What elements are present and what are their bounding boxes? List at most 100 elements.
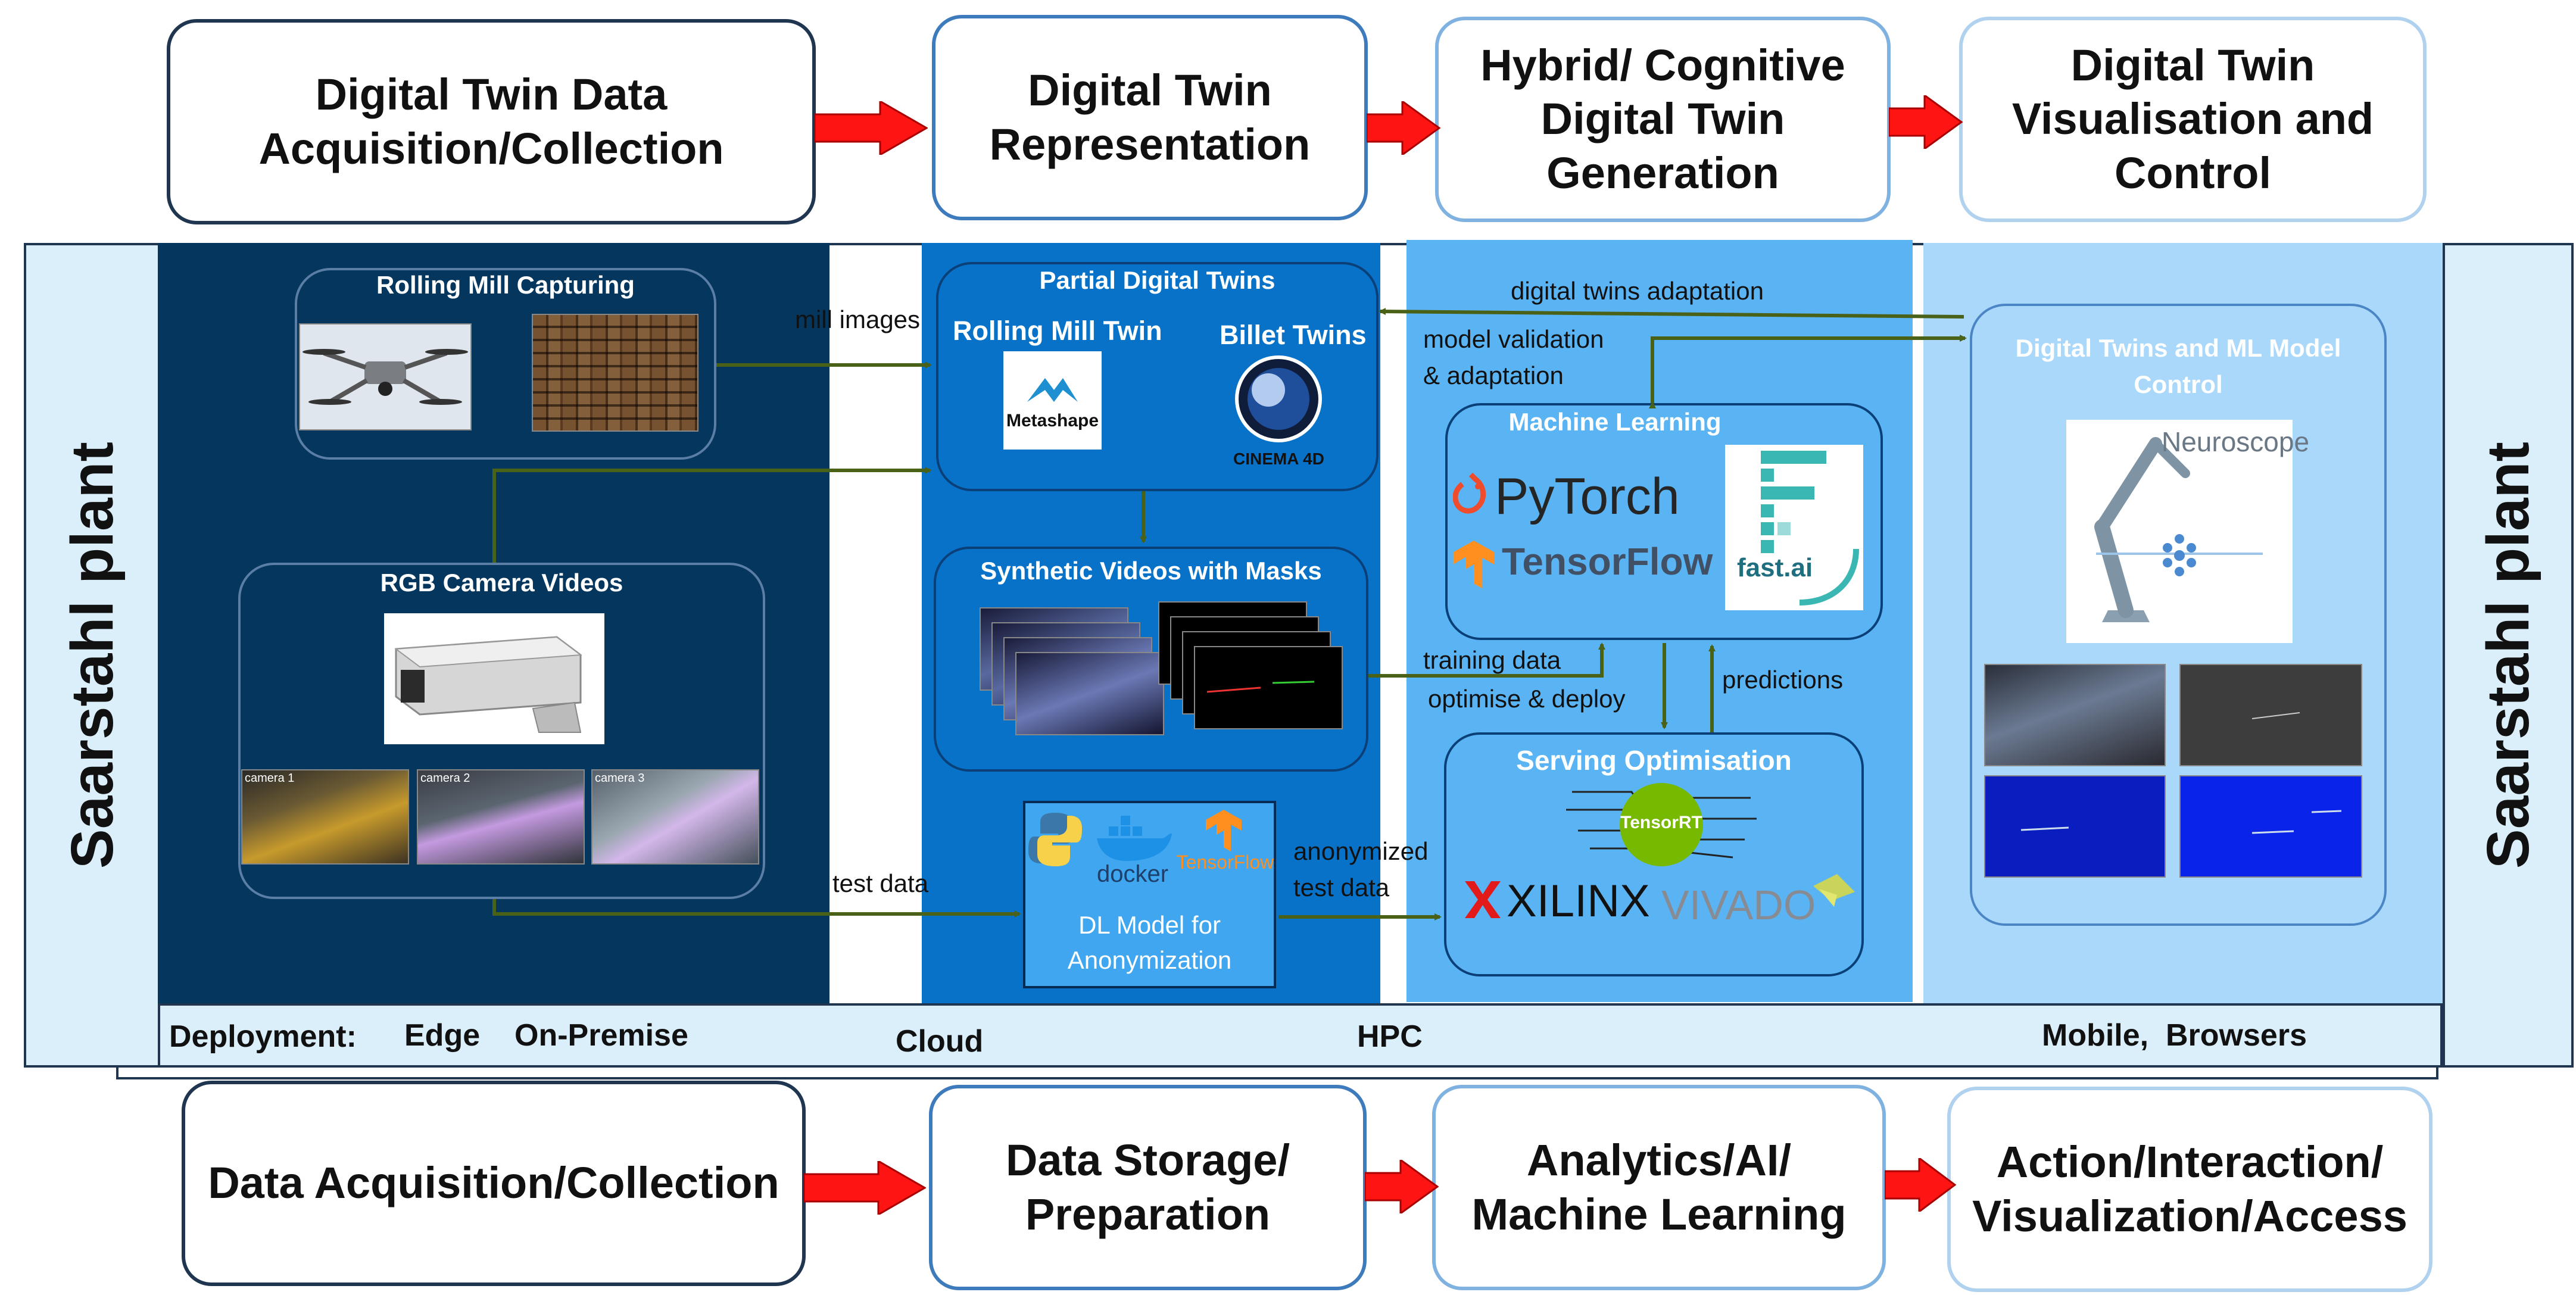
xilinx-label: XILINX (1507, 876, 1650, 926)
stage-text: Visualisation and (2011, 94, 2374, 144)
tensorflow-small-label: TensorFlow (1176, 851, 1274, 873)
output-frame-mask-blue-2 (2179, 775, 2362, 878)
model-validation-line: model validation (1423, 325, 1604, 353)
camera-3-label: camera 3 (595, 772, 645, 785)
dl-model-title: DL Model for Anonymization (1023, 908, 1276, 978)
dl-model-line: DL Model for (1078, 911, 1221, 939)
model-validation-label: model validation & adaptation (1423, 322, 1604, 394)
side-label-right: Saarstahl plant (2443, 243, 2574, 1068)
stage-arrow (1365, 1160, 1439, 1213)
metashape-logo: Metashape (1003, 351, 1102, 450)
camera-3-frame: camera 3 (591, 769, 759, 865)
stage-text: Control (2114, 148, 2272, 198)
optimise-deploy-label: optimise & deploy (1428, 685, 1626, 713)
stage-text: Preparation (1025, 1189, 1271, 1239)
pytorch-label: PyTorch (1495, 468, 1680, 525)
deployment-cloud: Cloud (896, 1024, 984, 1059)
stage-text: Data Storage/ (1005, 1135, 1290, 1185)
anonymized-line: anonymized (1293, 837, 1429, 865)
stage-text: Representation (989, 119, 1311, 169)
stage-text: Analytics/AI/ (1526, 1135, 1792, 1185)
stage-text: Digital Twin Data (315, 70, 668, 120)
stage-arrow (815, 101, 928, 155)
rgb-to-twins-connector (492, 467, 932, 563)
test-data-label: test data (832, 869, 929, 897)
synthetic-videos-box (934, 547, 1368, 772)
digital-twins-adaptation-label: digital twins adaptation (1511, 277, 1764, 305)
deployment-edge: Edge (404, 1018, 481, 1053)
stage-arrow (1367, 101, 1441, 155)
synthetic-frame (1015, 652, 1164, 735)
stage-text: Data Acquisition/Collection (208, 1158, 779, 1208)
stage-text: Machine Learning (1471, 1189, 1847, 1239)
training-data-connector (1368, 642, 1605, 678)
vivado-label: VIVADO (1661, 882, 1816, 928)
fastai-label: fast.ai (1737, 553, 1813, 582)
stage-text: Digital Twin (2070, 40, 2315, 91)
docker-label: docker (1097, 861, 1169, 887)
predictions-label: predictions (1722, 666, 1844, 694)
rolling-mill-capturing-title: Rolling Mill Capturing (376, 271, 635, 299)
deployment-on-premise: On-Premise (514, 1018, 688, 1053)
rolling-mill-twin-title: Rolling Mill Twin (953, 316, 1162, 346)
stage-arrow (804, 1161, 926, 1215)
bottom-stage-action: Action/Interaction/Visualization/Access (1947, 1087, 2432, 1292)
partial-digital-twins-title: Partial Digital Twins (1039, 266, 1275, 294)
camera-1-label: camera 1 (245, 772, 295, 785)
tensorrt-label: TensorRT (1620, 813, 1702, 832)
control-title-line: Digital Twins and ML Model (2015, 334, 2341, 362)
dl-model-line: Anonymization (1067, 945, 1232, 974)
camera-housing-image (384, 613, 604, 744)
deployment-mobile: Mobile, Browsers (2042, 1018, 2307, 1053)
stage-arrow (1885, 1158, 1956, 1212)
neuroscope-label: Neuroscope (2162, 426, 2310, 457)
bottom-stage-analytics: Analytics/AI/Machine Learning (1432, 1085, 1886, 1290)
mill-images-mosaic (532, 314, 698, 432)
neuroscope-image: Neuroscope (2066, 420, 2309, 643)
output-frame-mask-dark (2179, 664, 2362, 766)
serving-optimisation-box (1444, 732, 1864, 976)
stage-text: Acquisition/Collection (258, 123, 724, 173)
output-frame-rgb (1984, 664, 2166, 766)
tensorflow-small-logo: TensorFlow (1173, 810, 1277, 881)
tensorflow-label: TensorFlow (1502, 540, 1713, 583)
rolling-mill-capturing-box (295, 268, 716, 460)
metashape-label: Metashape (1006, 411, 1099, 430)
camera-2-frame: camera 2 (417, 769, 585, 865)
machine-learning-title: Machine Learning (1508, 408, 1722, 436)
camera-1-frame: camera 1 (241, 769, 409, 865)
control-box (1970, 304, 2387, 926)
training-data-label: training data (1423, 646, 1561, 674)
validation-connector (1649, 335, 1967, 408)
control-title: Digital Twins and ML Model Control (1970, 330, 2387, 403)
stage-text: Digital Twin (1540, 94, 1785, 144)
cinema4d-logo: CINEMA 4D (1224, 351, 1334, 473)
deployment-hpc: HPC (1357, 1019, 1423, 1054)
tensorrt-logo: TensorRT (1560, 774, 1763, 869)
drone-image (299, 323, 472, 430)
mill-images-label: mill images (795, 305, 921, 333)
fastai-logo: fast.ai (1725, 445, 1863, 610)
camera-2-label: camera 2 (420, 772, 470, 785)
stage-text: Hybrid/ Cognitive (1480, 40, 1845, 91)
anonymized-test-data-label: anonymized test data (1293, 834, 1428, 906)
stage-arrow (1889, 95, 1963, 149)
control-title-line: Control (2134, 370, 2223, 398)
synthetic-videos-title: Synthetic Videos with Masks (980, 557, 1322, 585)
stage-text: Action/Interaction/ (1996, 1137, 2384, 1187)
bottom-stage-data-storage: Data Storage/Preparation (929, 1085, 1367, 1290)
cinema4d-label: CINEMA 4D (1233, 450, 1324, 468)
docker-logo: docker (1091, 815, 1174, 887)
adaptation-connector (1379, 308, 1964, 319)
anonymized-line: test data (1293, 873, 1390, 901)
rgb-camera-videos-title: RGB Camera Videos (380, 569, 623, 597)
output-frame-mask-blue-1 (1984, 775, 2166, 878)
side-label-left: Saarstahl plant (24, 243, 161, 1068)
bottom-stage-data-acquisition: Data Acquisition/Collection (182, 1081, 806, 1286)
billet-twins-title: Billet Twins (1220, 320, 1367, 350)
rgb-camera-videos-box (238, 563, 765, 899)
